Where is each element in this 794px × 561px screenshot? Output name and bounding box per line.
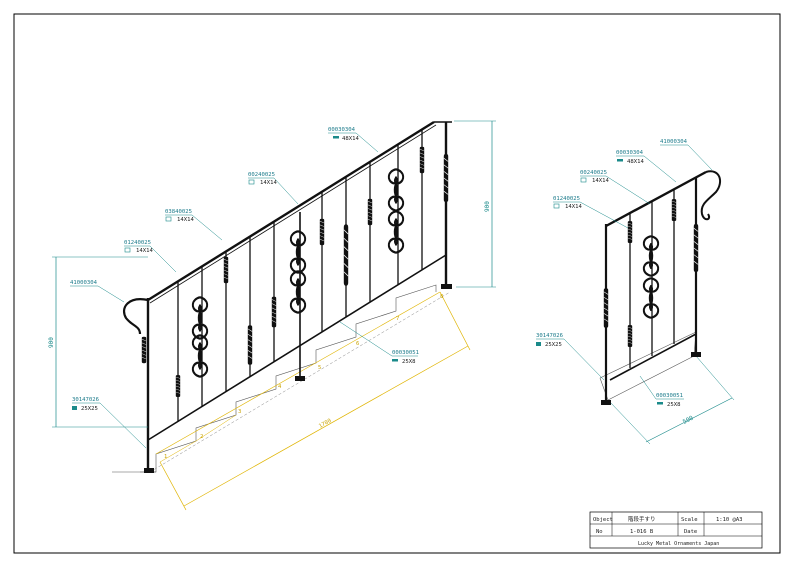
part-label-r-00240025: 00240025 14X14 (580, 170, 651, 205)
part-label-30147026: 30147026 25X25 (72, 397, 147, 449)
svg-text:25X25: 25X25 (81, 406, 98, 412)
svg-text:14X14: 14X14 (565, 204, 582, 210)
svg-text:25X25: 25X25 (545, 342, 562, 348)
tb-company: Lucky Metal Ornaments Japan (638, 541, 719, 547)
step-number: 1 (164, 454, 167, 460)
svg-text:900: 900 (484, 201, 491, 212)
tb-object-value: 階段手すり (628, 515, 656, 523)
svg-text:01240025: 01240025 (553, 196, 580, 202)
handrail-top-left (122, 298, 149, 335)
left-stair-view: 1700 1 2 3 4 5 6 7 8 (48, 120, 496, 511)
tb-no-label: No (596, 529, 603, 535)
svg-text:48X14: 48X14 (342, 136, 359, 142)
part-label-00030051: 00030051 25X8 (339, 321, 419, 365)
svg-text:900: 900 (48, 337, 55, 348)
part-label-r-01240025: 01240025 14X14 (553, 196, 629, 229)
svg-text:00030304: 00030304 (328, 127, 356, 133)
right-stair-view: 500 41000304 00030304 (536, 139, 735, 445)
step-number: 8 (440, 294, 443, 300)
svg-text:00030051: 00030051 (392, 350, 419, 356)
svg-text:41000304: 41000304 (660, 139, 688, 145)
part-label-41000304: 41000304 (70, 280, 125, 303)
step-number: 5 (318, 365, 321, 371)
svg-text:14X14: 14X14 (136, 248, 153, 254)
svg-text:25X8: 25X8 (667, 402, 681, 408)
part-label-r-00030304: 00030304 48X14 (616, 150, 677, 183)
dimension-length-left: 1700 (155, 291, 471, 511)
tb-scale-value: 1:10 @A3 (716, 517, 743, 523)
dimension-length-right: 500 (609, 355, 735, 445)
tb-no-value: 1-016 B (630, 529, 654, 535)
tb-date-label: Date (684, 529, 697, 535)
svg-text:500: 500 (682, 414, 695, 425)
bottom-rail-left (147, 254, 447, 441)
part-label-r-41000304: 41000304 (660, 139, 713, 171)
part-label-00030304: 00030304 48X14 (328, 127, 379, 153)
tb-scale-label: Scale (681, 517, 698, 523)
svg-text:00030051: 00030051 (656, 393, 683, 399)
part-label-01240025: 01240025 14X14 (124, 240, 177, 273)
part-label-r-30147026: 30147026 25X25 (536, 333, 605, 381)
tb-object-label: Object (593, 517, 613, 523)
svg-text:48X14: 48X14 (627, 159, 644, 165)
dimension-height-right: 900 (454, 120, 496, 288)
svg-text:03840025: 03840025 (165, 209, 192, 215)
svg-text:30147026: 30147026 (536, 333, 563, 339)
step-number: 4 (278, 384, 282, 390)
svg-text:14X14: 14X14 (592, 178, 609, 184)
svg-text:00030304: 00030304 (616, 150, 644, 156)
part-label-r-00030051: 00030051 25X8 (639, 375, 684, 408)
svg-text:25X8: 25X8 (402, 359, 416, 365)
part-label-00240025: 00240025 14X14 (248, 172, 299, 205)
handrail-top-right (605, 170, 707, 228)
dimension-height-left: 900 (48, 256, 148, 428)
step-number: 3 (238, 409, 241, 415)
svg-text:00240025: 00240025 (248, 172, 275, 178)
stair-steps-left (140, 284, 437, 473)
svg-text:41000304: 41000304 (70, 280, 98, 286)
step-number: 6 (356, 341, 359, 347)
svg-text:14X14: 14X14 (177, 217, 194, 223)
svg-text:01240025: 01240025 (124, 240, 151, 246)
svg-text:30147026: 30147026 (72, 397, 99, 403)
svg-text:14X14: 14X14 (260, 180, 277, 186)
step-number: 2 (200, 434, 203, 440)
svg-text:00240025: 00240025 (580, 170, 607, 176)
dim-length-text: 1700 (318, 418, 332, 430)
drawing-frame (13, 13, 781, 554)
step-number: 7 (396, 316, 399, 322)
title-block: Object 階段手すり Scale 1:10 @A3 No 1-016 B D… (589, 511, 763, 549)
part-label-03840025: 03840025 14X14 (165, 209, 223, 241)
